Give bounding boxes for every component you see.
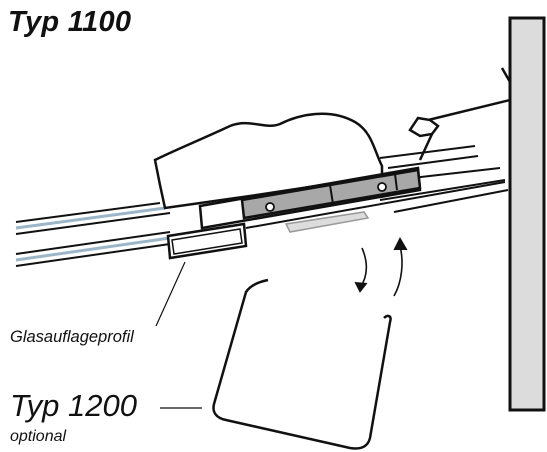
wall-bracket: [408, 67, 512, 161]
glass-profile-leader: [155, 261, 186, 327]
mounting-rail: [198, 166, 422, 230]
screw-left: [265, 202, 275, 212]
optional-panel-typ-1200: [212, 278, 392, 450]
page-title: Typ 1100: [8, 6, 132, 38]
up-arrow-icon: [393, 245, 403, 297]
seal-strip: [284, 211, 370, 233]
glass-profile-label: Glasauflageprofil: [10, 328, 134, 346]
typ-1200-label: Typ 1200: [10, 388, 137, 423]
lower-roof-panel: [15, 179, 509, 267]
down-arrow-icon: [359, 247, 368, 289]
screw-right: [377, 182, 387, 192]
upper-roof-panel: [15, 145, 501, 235]
optional-label: optional: [10, 428, 67, 445]
glass-support-profile: [166, 222, 248, 260]
wall: [508, 16, 546, 412]
rotation-arrows: [354, 236, 408, 297]
